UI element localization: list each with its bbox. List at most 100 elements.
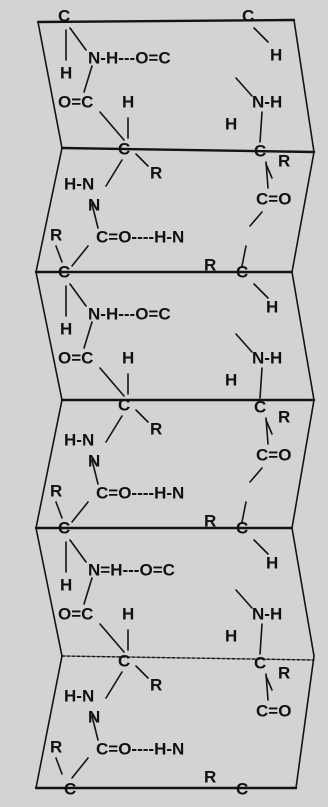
atom-label: N	[88, 707, 100, 726]
bond	[235, 77, 253, 97]
group-label: O=C	[58, 92, 93, 111]
hbond-label: N-H---O=C	[88, 48, 171, 67]
bond	[265, 673, 269, 701]
atom-label: H	[60, 63, 72, 82]
right-zigzag-edge	[291, 527, 315, 657]
bond	[55, 245, 63, 263]
atom-label: N	[88, 195, 100, 214]
group-label: N-H	[252, 604, 282, 623]
hbond-label: C=O----H-N	[96, 227, 184, 246]
backbone-bonds	[55, 27, 273, 779]
atom-label: C	[118, 651, 130, 670]
bond	[241, 245, 247, 267]
bond	[265, 417, 269, 445]
bond	[71, 757, 89, 779]
atom-label: C	[254, 653, 266, 672]
bond	[259, 111, 263, 143]
atom-label: C	[242, 6, 254, 25]
atom-label: R	[50, 737, 62, 756]
atom-label: C	[64, 779, 76, 798]
atom-label: R	[150, 419, 162, 438]
atom-label: R	[50, 225, 62, 244]
bond	[265, 161, 269, 189]
left-zigzag-edge	[35, 399, 63, 529]
atom-label: R	[50, 481, 62, 500]
atom-label: H	[266, 297, 278, 316]
bond	[55, 501, 63, 519]
atom-label: R	[278, 407, 290, 426]
bond	[105, 159, 123, 187]
atom-label: C	[254, 141, 266, 160]
atom-label: H	[270, 45, 282, 64]
atom-label: H	[60, 575, 72, 594]
bond	[99, 623, 125, 653]
sheet-fold-line	[60, 146, 316, 154]
bond	[71, 501, 89, 523]
sheet-fold-line	[36, 18, 296, 24]
atom-label: C	[58, 518, 70, 537]
bond	[259, 623, 263, 655]
atom-label: H	[122, 604, 134, 623]
atom-label: H	[225, 370, 237, 389]
group-label: N-H	[252, 92, 282, 111]
bond	[249, 467, 263, 483]
atom-label: C	[236, 262, 248, 281]
group-label: O=C	[58, 604, 93, 623]
bond	[99, 367, 125, 397]
atom-label: H	[266, 553, 278, 572]
atom-label: C	[236, 779, 248, 798]
left-zigzag-edge	[37, 21, 63, 149]
bond	[71, 245, 89, 267]
atom-label: H	[60, 319, 72, 338]
bond	[69, 283, 87, 307]
bond-unit-3	[55, 539, 273, 779]
group-label: C=O	[256, 189, 291, 208]
atom-label: C	[118, 139, 130, 158]
bond	[69, 27, 87, 51]
bond	[135, 153, 149, 167]
bond	[99, 111, 125, 141]
bond	[91, 715, 99, 741]
bond	[135, 409, 149, 423]
atom-label: R	[204, 255, 216, 274]
bond	[253, 283, 269, 299]
atom-label: R	[204, 767, 216, 786]
hbond-label: N=H---O=C	[88, 560, 175, 579]
atom-label: C	[236, 518, 248, 537]
hbond-label: C=O----H-N	[96, 739, 184, 758]
group-label: H-N	[64, 430, 94, 449]
bond-unit-1	[55, 27, 273, 267]
atom-label: C	[254, 397, 266, 416]
left-zigzag-edge	[35, 147, 63, 273]
bond	[135, 665, 149, 679]
sheet-fold-line	[61, 655, 315, 661]
group-label: N-H	[252, 348, 282, 367]
right-zigzag-edge	[291, 151, 315, 273]
bond	[249, 211, 263, 227]
bond	[235, 589, 253, 609]
atom-label: R	[150, 163, 162, 182]
atom-label: R	[278, 151, 290, 170]
sheet-outline	[34, 18, 316, 790]
bond	[253, 27, 269, 43]
bond	[253, 539, 269, 555]
bond	[69, 539, 87, 563]
hbond-label: N-H---O=C	[88, 304, 171, 323]
right-zigzag-edge	[291, 271, 315, 401]
right-zigzag-edge	[291, 399, 315, 529]
atom-label: C	[58, 262, 70, 281]
group-label: C=O	[256, 445, 291, 464]
atom-label: R	[278, 663, 290, 682]
bond	[91, 203, 99, 229]
atom-label: C	[118, 395, 130, 414]
bond	[105, 671, 123, 699]
atom-label: R	[150, 675, 162, 694]
bond	[105, 415, 123, 443]
right-zigzag-edge	[293, 19, 315, 153]
bond	[259, 367, 263, 399]
bond	[241, 501, 247, 523]
group-label: H-N	[64, 686, 94, 705]
bond	[83, 577, 93, 605]
